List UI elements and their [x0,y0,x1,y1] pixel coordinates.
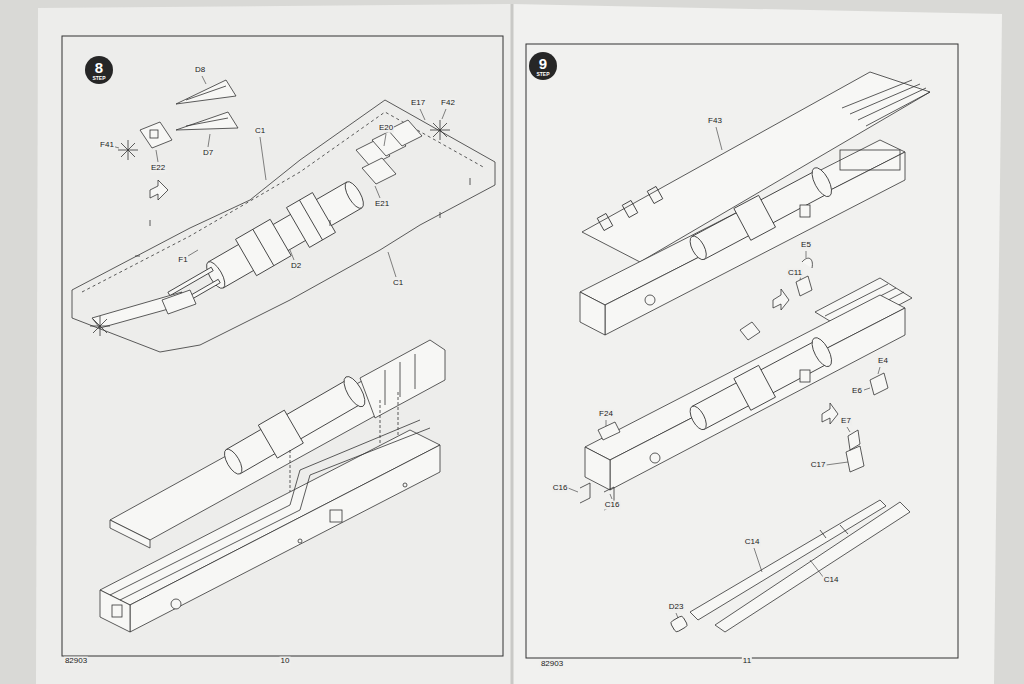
page-frame [62,36,503,656]
part-number: C17 [810,461,827,470]
step9-views [580,72,930,633]
part-number: C11 [787,269,803,278]
part-number: F1 [177,256,188,265]
step-number: 9 [539,56,547,71]
kit-number: 82903 [540,660,564,669]
step-number: 8 [95,60,103,75]
part-number: D8 [194,66,206,75]
part-number: E7 [840,417,852,426]
part-number: C14 [823,576,840,585]
part-number: F41 [99,141,115,150]
step-word: STEP [92,76,105,81]
step8-assembled-view [100,340,445,632]
step8-exploded-view [72,80,495,352]
part-number: F42 [440,99,456,108]
part-number: C16 [552,484,569,493]
part-number: E6 [851,387,863,396]
part-number: D7 [202,149,214,158]
page-number: 10 [280,657,291,666]
left-page [36,4,512,684]
part-number: D23 [668,603,685,612]
part-number: E20 [378,124,394,133]
right-page [512,4,1002,684]
page-fold [511,4,514,684]
part-number: E5 [800,241,812,250]
part-number: C1 [254,127,266,136]
step-badge: 8STEP [85,56,113,84]
page-frame [526,44,958,658]
step-word: STEP [536,72,549,77]
part-number: C1 [392,279,404,288]
part-number: E4 [877,357,889,366]
page-number: 11 [742,657,752,666]
part-number: C16 [604,501,621,510]
kit-number: 82903 [64,657,88,666]
part-number: F43 [707,117,723,126]
part-number: C14 [744,538,761,547]
part-number: E22 [150,164,166,173]
step-badge: 9STEP [529,52,557,80]
part-number: D2 [290,262,302,271]
leader-lines [112,76,880,618]
part-number: E17 [410,99,426,108]
part-number: F24 [598,410,614,419]
part-number: E21 [374,200,390,209]
